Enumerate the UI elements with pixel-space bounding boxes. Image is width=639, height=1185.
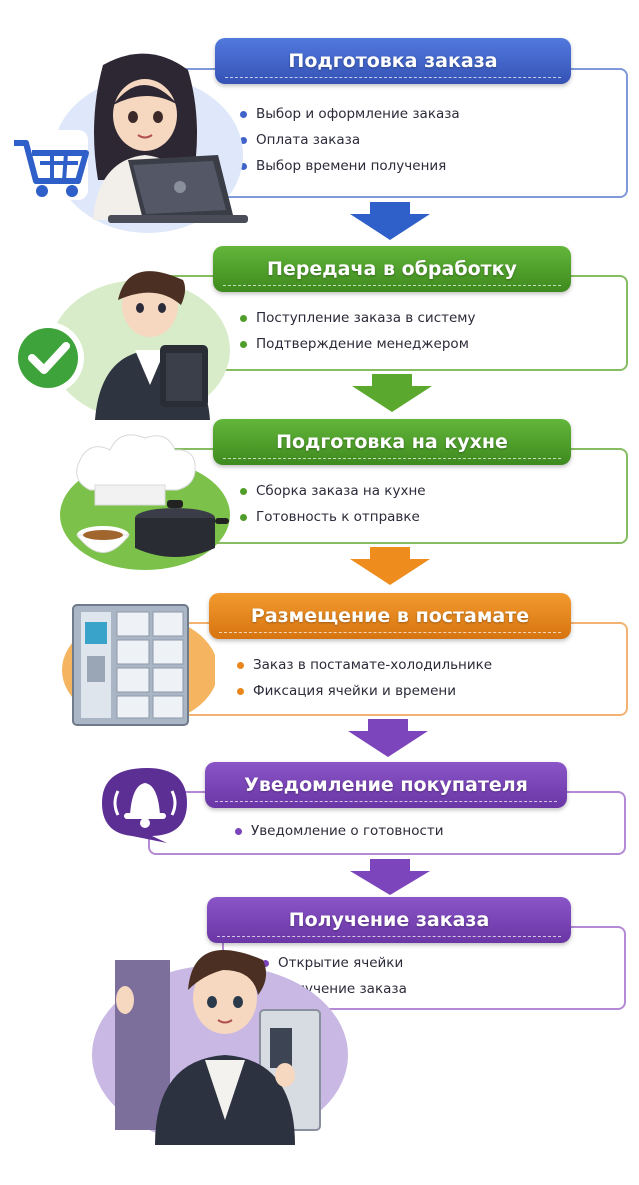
list-item: Заказ в постамате-холодильнике	[237, 652, 492, 678]
list-item: Открытие ячейки	[262, 950, 407, 976]
bell-icon	[113, 783, 177, 828]
step-items-1: Выбор и оформление заказа Оплата заказа …	[240, 101, 460, 179]
step-title-1: Подготовка заказа	[215, 38, 571, 84]
notification-bubble	[102, 768, 187, 843]
step-title-6: Получение заказа	[207, 897, 571, 943]
list-item: Выбор и оформление заказа	[240, 101, 460, 127]
step-title-4: Размещение в постамате	[209, 593, 571, 639]
arrow-down-icon	[350, 202, 430, 240]
list-item: Готовность к отправке	[240, 504, 426, 530]
step-items-2: Поступление заказа в систему Подтвержден…	[240, 305, 475, 357]
chef-hat-icon	[76, 434, 196, 506]
step-title-2: Передача в обработку	[213, 246, 571, 292]
step-title-5: Уведомление покупателя	[205, 762, 567, 808]
list-item: Уведомление о готовности	[235, 818, 444, 844]
list-item: Подтверждение менеджером	[240, 331, 475, 357]
shopping-cart-icon	[8, 130, 89, 200]
step-items-4: Заказ в постамате-холодильнике Фиксация …	[237, 652, 492, 704]
arrow-down-icon	[348, 719, 428, 757]
manager-clipboard-illustration	[12, 271, 230, 420]
arrow-down-icon	[352, 374, 432, 412]
arrow-down-icon	[350, 859, 430, 895]
step-title-3: Подготовка на кухне	[213, 419, 571, 465]
arrow-down-icon	[350, 547, 430, 585]
bowl-icon	[76, 526, 130, 553]
list-item: Поступление заказа в систему	[240, 305, 475, 331]
list-item: Фиксация ячейки и времени	[237, 678, 492, 704]
customer-pickup-illustration	[92, 950, 348, 1145]
step-items-3: Сборка заказа на кухне Готовность к отпр…	[240, 478, 426, 530]
kitchen-illustration	[60, 434, 230, 570]
list-item: Оплата заказа	[240, 127, 460, 153]
list-item: Сборка заказа на кухне	[240, 478, 426, 504]
parcel-locker-illustration	[62, 604, 215, 726]
check-icon	[12, 322, 84, 394]
shopper-laptop-illustration	[8, 53, 248, 233]
pot-icon	[135, 500, 229, 557]
list-item: Выбор времени получения	[240, 153, 460, 179]
step-items-5: Уведомление о готовности	[235, 818, 444, 844]
